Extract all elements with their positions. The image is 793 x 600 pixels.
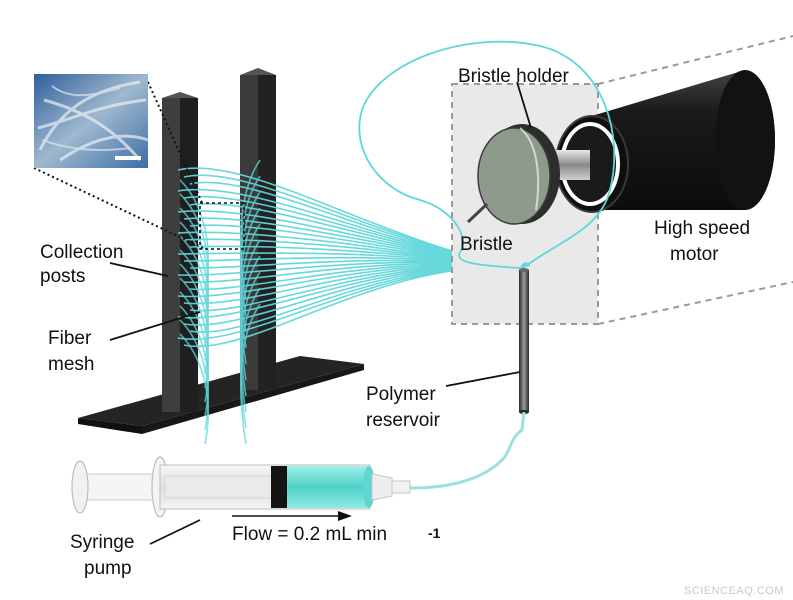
leader-lines [109,81,532,545]
fiber-strand [239,159,261,301]
watermark: SCIENCEAQ.COM [684,585,784,597]
zoom-lines [33,81,204,249]
high-speed-motor [555,70,775,213]
fiber-strand [239,287,261,429]
fiber-strand [239,271,261,413]
label-high-speed-motor-line2: motor [670,244,719,265]
label-bristle: Bristle [460,234,513,255]
fiber-strand [179,319,209,431]
label-collection-posts-line2: posts [40,266,85,287]
zoom-box [199,202,245,250]
flow-arrow [232,511,352,521]
label-syringe-pump-line2: pump [84,558,132,579]
fiber-strand [239,239,261,381]
bristle [466,202,489,224]
label-flow-exponent: -1 [428,525,441,541]
bristle-holder-disk [477,124,560,225]
fiber-strand [239,303,261,445]
fiber-strand [239,175,261,317]
label-syringe-pump-line1: Syringe [70,532,134,553]
syringe [71,456,411,518]
label-fiber-mesh-line2: mesh [48,354,94,375]
inset-fiber-photo [34,74,149,168]
scale-bar [115,156,141,160]
fiber-strand [239,223,261,365]
fiber-strand [239,191,261,333]
label-bristle-holder: Bristle holder [458,66,570,87]
label-high-speed-motor-line1: High speed [654,218,750,239]
label-flow-rate: Flow = 0.2 mL min [232,524,387,545]
label-collection-posts-line1: Collection [40,242,123,263]
fiber-strand [239,207,261,349]
label-polymer-reservoir-line1: Polymer [366,384,436,405]
collection-base [78,356,364,426]
fiber-strand [179,333,209,445]
fiber-strand [239,255,261,397]
polymer-tubing [409,411,526,490]
label-polymer-reservoir-line2: reservoir [366,410,441,431]
spinning-fiber-loop [358,40,616,271]
motor-zoom-lines [597,35,793,325]
polymer-reservoir [519,262,530,414]
label-fiber-mesh-line1: Fiber [48,328,92,349]
